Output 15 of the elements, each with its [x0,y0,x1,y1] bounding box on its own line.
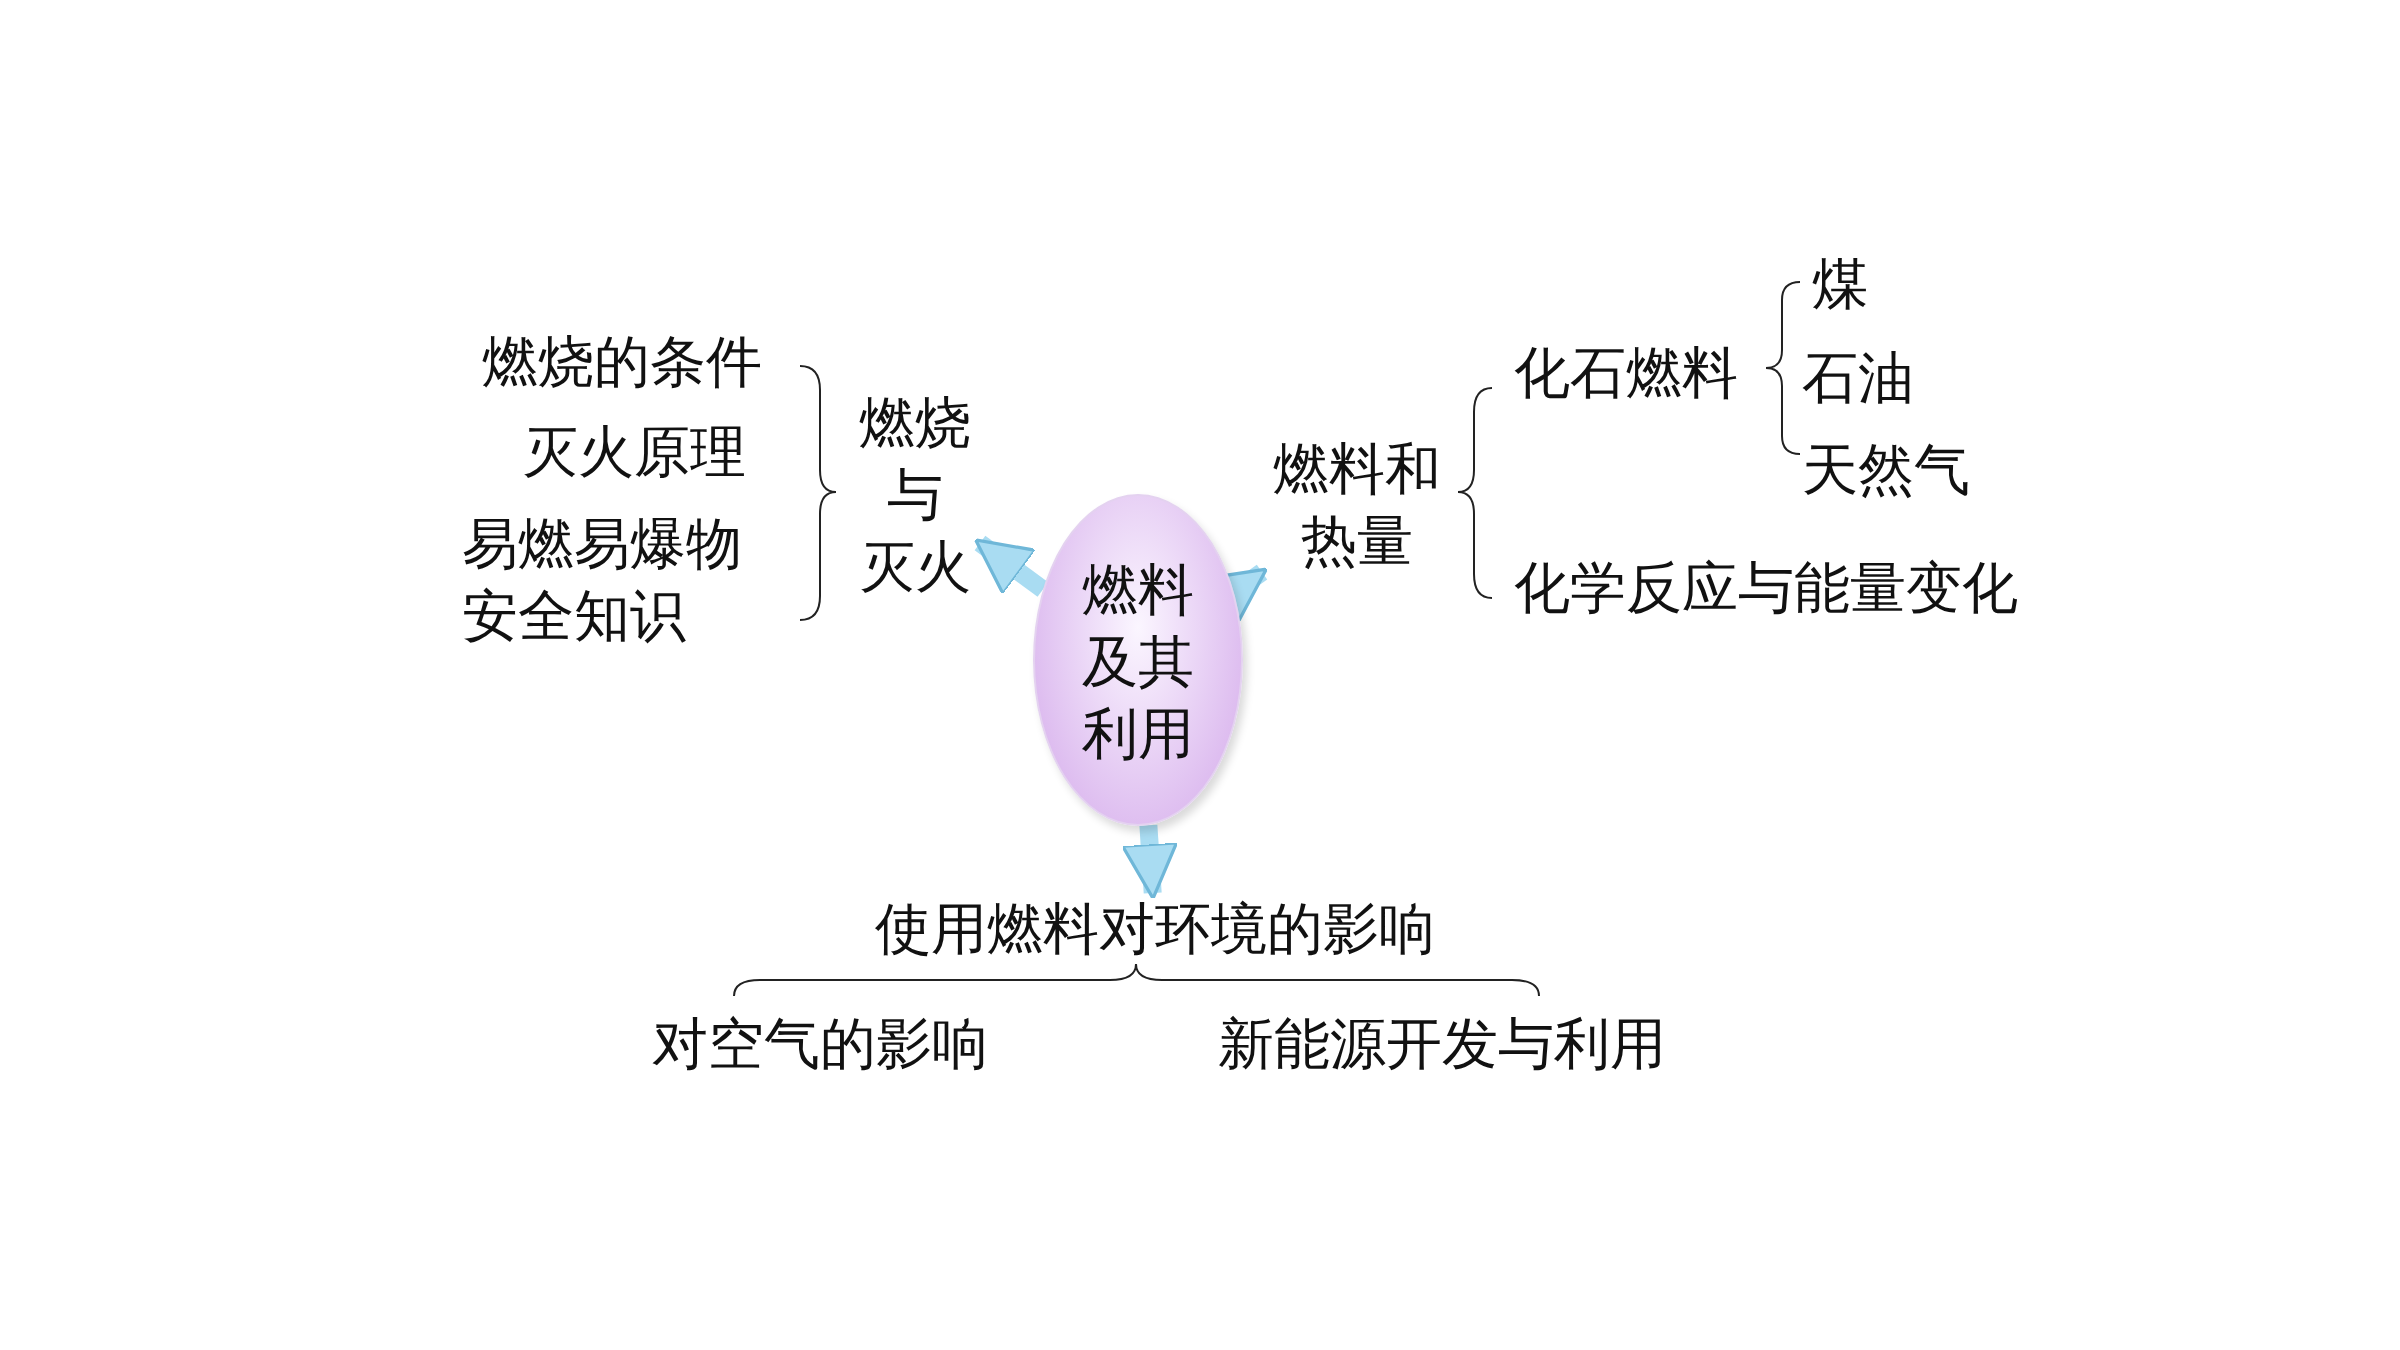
arrow [1121,824,1179,900]
topic-text: 燃烧与灭火 [850,387,980,603]
subtopic-text: 化学反应与能量变化 [1514,554,2019,622]
subtopic-text: 煤 [1812,250,1869,318]
subtopic-text: 对空气的影响 [652,1010,989,1078]
topic-text: 燃料和热量 [1262,433,1452,577]
subtopic-text: 天然气 [1802,436,1971,504]
topic-ellipse: 燃料及其利用 [1033,494,1243,826]
subtopic-text: 易燃易爆物安全知识 [462,510,743,650]
subtopic-text: 灭火原理 [522,418,747,486]
subtopic-text: 新能源开发与利用 [1218,1010,1667,1078]
subtopic-text: 燃烧的条件 [482,328,763,396]
subtopic-text: 化石燃料 [1514,339,1739,407]
subtopic-text: 石油 [1802,344,1915,412]
topic-text: 使用燃料对环境的影响 [840,893,1470,965]
